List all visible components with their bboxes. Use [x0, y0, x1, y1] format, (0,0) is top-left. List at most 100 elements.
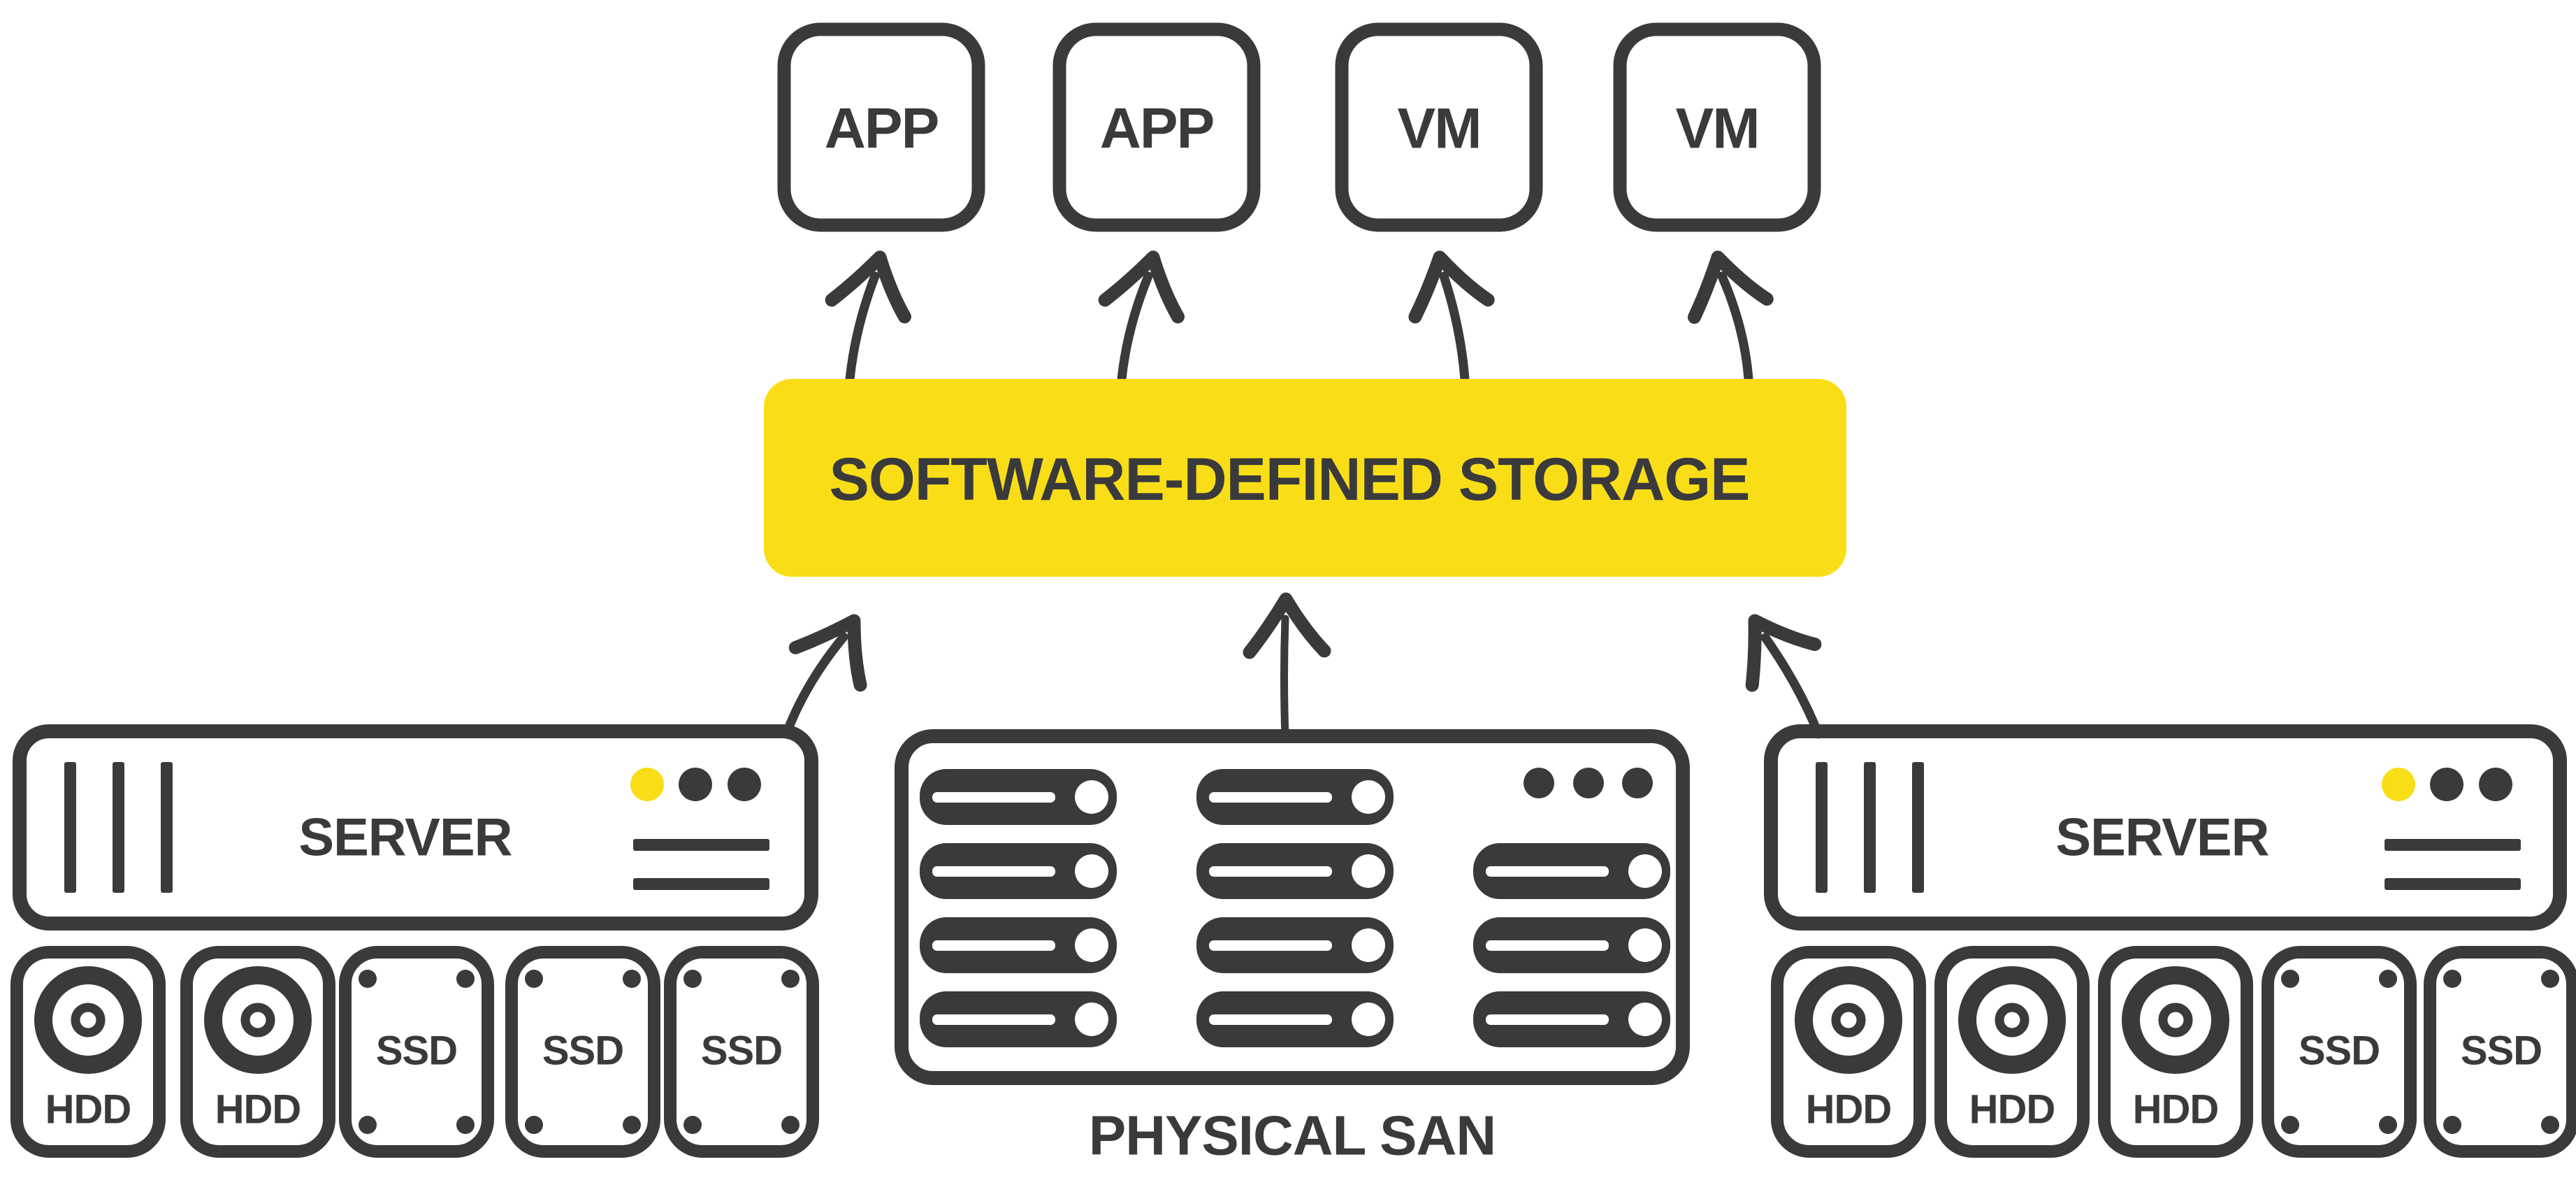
arrow-server-right-to-sds [1745, 614, 1823, 739]
vm-box-outline [1613, 22, 1821, 232]
server-label: SERVER [298, 808, 512, 868]
drive-outline [2424, 946, 2576, 1158]
status-led-row [630, 768, 761, 801]
hdd-drive: HDD [1934, 946, 2090, 1158]
status-led-icon [728, 768, 761, 801]
server-left: SERVER [13, 724, 818, 931]
arrow-sds-to-app-1 [825, 250, 911, 384]
san-slot-dot [1352, 928, 1385, 962]
hdd-platter-icon [1795, 966, 1902, 1074]
drive-outline [2098, 946, 2253, 1158]
arrow-shaft [1717, 271, 1753, 384]
arrow-shaft [1760, 633, 1823, 739]
san-drive-module [1473, 991, 1670, 1047]
arrow-head [1408, 250, 1495, 324]
drive-outline [2262, 946, 2417, 1158]
drive-label: SSD [701, 1028, 782, 1074]
san-slot-dot [1075, 928, 1108, 962]
ssd-screws-icon [683, 970, 799, 1134]
drive-outline [180, 946, 335, 1158]
server-chassis-outline [13, 724, 818, 931]
drive-outline [505, 946, 660, 1158]
app-box-2: APP [1052, 22, 1261, 232]
hdd-platter-icon [204, 966, 312, 1074]
san-slot-dot [1352, 780, 1385, 814]
san-slot-dot [1075, 1003, 1108, 1036]
app-box-label: APP [825, 97, 939, 161]
arrow-head [825, 250, 911, 324]
san-slot-line [1209, 792, 1332, 803]
san-slot-line [1486, 940, 1609, 951]
ssd-screws-icon [2281, 970, 2397, 1134]
san-drive-module [1196, 991, 1394, 1047]
app-box-label: APP [1100, 97, 1214, 161]
drive-label: HDD [1806, 1087, 1892, 1133]
san-drive-module [920, 917, 1117, 973]
arrow-head [1098, 250, 1185, 324]
san-slot-line [1486, 1014, 1609, 1025]
physical-san: PHYSICAL SAN [895, 729, 1690, 1167]
arrow-shaft [781, 632, 848, 739]
san-slot-dot [1352, 1003, 1385, 1036]
san-slot-dot [1075, 780, 1108, 814]
ssd-drive: SSD [505, 946, 660, 1158]
hdd-drive: HDD [1771, 946, 1926, 1158]
san-drive-module [920, 769, 1117, 825]
san-slot-dot [1628, 854, 1662, 888]
ssd-drive: SSD [2424, 946, 2576, 1158]
san-drive-module [1196, 843, 1394, 899]
drive-outline [664, 946, 819, 1158]
san-slot-line [932, 1014, 1055, 1025]
san-drive-module [1473, 917, 1670, 973]
status-led-icon [2479, 768, 2512, 801]
arrow-server-left-to-sds [781, 614, 867, 739]
drive-slot-bars-icon [2385, 839, 2521, 890]
ssd-drive: SSD [2262, 946, 2417, 1158]
drive-outline [1771, 946, 1926, 1158]
san-slot-line [1209, 1014, 1332, 1025]
san-slot-line [932, 792, 1055, 803]
san-slot-dot [1075, 854, 1108, 888]
arrow-head [788, 614, 867, 692]
drive-outline [339, 946, 494, 1158]
hdd-platter-icon [34, 966, 142, 1074]
server-label: SERVER [2055, 808, 2269, 868]
ssd-screws-icon [525, 970, 641, 1134]
arrow-sds-to-vm-2 [1687, 250, 1774, 384]
hdd-drive: HDD [180, 946, 335, 1158]
vent-lines-icon [1816, 762, 1924, 893]
arrow-shaft [1117, 271, 1153, 384]
san-slot-line [932, 940, 1055, 951]
san-drive-module [920, 843, 1117, 899]
drive-label: HDD [45, 1087, 131, 1133]
status-led-row [2382, 768, 2512, 801]
arrow-head [1687, 250, 1774, 324]
san-slot-dot [1628, 928, 1662, 962]
san-slot-dot [1352, 854, 1385, 888]
ssd-screws-icon [2443, 970, 2559, 1134]
san-slot-line [932, 866, 1055, 877]
arrow-head [1243, 592, 1331, 659]
status-led-yellow-icon [630, 768, 664, 801]
drive-label: HDD [215, 1087, 301, 1133]
arrow-shaft [1280, 615, 1289, 742]
server-right: SERVER [1764, 724, 2567, 931]
status-led-icon [679, 768, 712, 801]
drive-label: HDD [1969, 1087, 2055, 1133]
san-chassis-outline [895, 729, 1690, 1085]
ssd-screws-icon [359, 970, 475, 1134]
arrow-sds-to-vm-1 [1408, 250, 1495, 384]
vent-lines-icon [64, 762, 173, 893]
drive-label: SSD [542, 1028, 623, 1074]
san-drive-module [1196, 769, 1394, 825]
arrow-shaft [1439, 271, 1470, 384]
arrow-head [1745, 614, 1822, 692]
san-drive-module [920, 991, 1117, 1047]
status-led-icon [2430, 768, 2463, 801]
drive-label: SSD [2299, 1028, 2380, 1074]
server-chassis-outline [1764, 724, 2567, 931]
status-led-yellow-icon [2382, 768, 2415, 801]
san-drive-module [1196, 917, 1394, 973]
